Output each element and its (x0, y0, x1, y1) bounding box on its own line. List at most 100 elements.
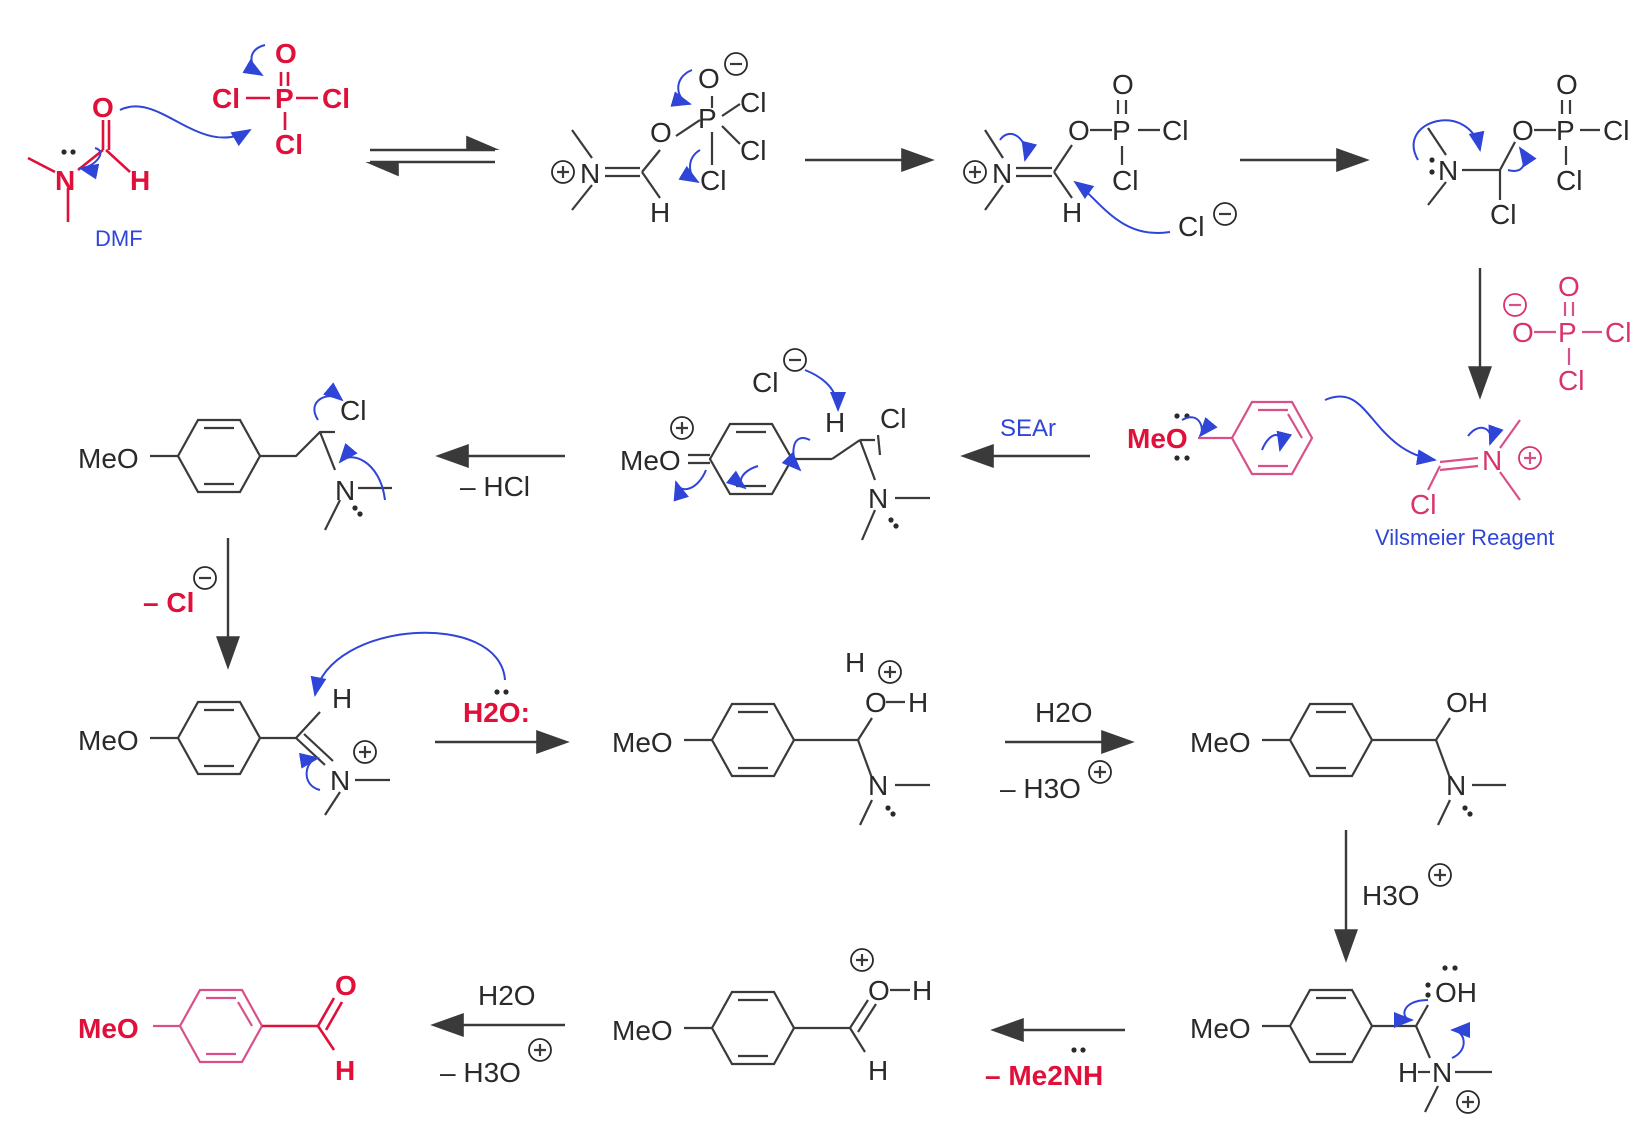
fd-h2o-label: H2O (478, 980, 536, 1011)
im-n-atom: N (330, 765, 350, 796)
pocl3-cl-left: Cl (212, 83, 240, 114)
pocl3-p-atom: P (275, 83, 294, 114)
prod-h-atom: H (335, 1055, 355, 1086)
int2-p-atom: P (1112, 115, 1131, 146)
iminium-ion: MeO H N (78, 631, 506, 816)
pa-n-atom: N (1432, 1057, 1452, 1088)
intermediate-3: N O Cl P O Cl Cl (1412, 69, 1629, 230)
pal-o-atom: O (868, 975, 890, 1006)
ph-h1-atom: H (845, 647, 865, 678)
intermediate-1: N O H P O Cl Cl Cl (551, 52, 766, 228)
ca-n-atom: N (335, 475, 355, 506)
sigma-h-atom: H (825, 407, 845, 438)
minus-cl-label: – Cl (143, 587, 194, 618)
int1-p-atom: P (698, 103, 717, 134)
int3-o-double: O (1556, 69, 1578, 100)
pal-meo: MeO (612, 1015, 673, 1046)
chloro-amine: MeO Cl N (78, 382, 392, 531)
prod-o-atom: O (335, 970, 357, 1001)
pal-h2-atom: H (868, 1055, 888, 1086)
int1-n-atom: N (580, 158, 600, 189)
protonated-aldehyde: MeO O H H (612, 948, 932, 1086)
ph-n-atom: N (868, 770, 888, 801)
int2-o-atom: O (1068, 115, 1090, 146)
sigma-cl-anion: Cl (752, 367, 778, 398)
vr-n-atom: N (1482, 445, 1502, 476)
deprotonation-arrow: H2O – H3O (1000, 697, 1135, 804)
pa-h-atom: H (1398, 1057, 1418, 1088)
anisole-molecule: MeO (1127, 395, 1437, 476)
anion-o-double: O (1558, 271, 1580, 302)
anion-o-atom: O (1512, 317, 1534, 348)
ph-o-atom: O (865, 687, 887, 718)
sigma-cl-atom: Cl (880, 403, 906, 434)
pocl3-cl-bottom: Cl (275, 129, 303, 160)
pa-meo: MeO (1190, 1013, 1251, 1044)
dp-minus-h3o-label: – H3O (1000, 773, 1081, 804)
int1-cl-3: Cl (700, 165, 726, 196)
hemiaminal: MeO OH N (1190, 687, 1506, 826)
vilsmeier-reagent: Cl N Vilsmeier Reagent (1375, 419, 1554, 550)
dmf-h-atom: H (130, 165, 150, 196)
fd-minus-h3o-label: – H3O (440, 1057, 521, 1088)
pr-h3o-label: H3O (1362, 880, 1420, 911)
intermediate-2: N H O P O Cl Cl Cl (963, 69, 1237, 242)
minus-hcl-label: – HCl (460, 471, 530, 502)
ca-cl-atom: Cl (340, 395, 366, 426)
pocl3-molecule: P O Cl Cl Cl (212, 38, 350, 160)
im-h-atom: H (332, 683, 352, 714)
int3-o-atom: O (1512, 115, 1534, 146)
int1-cl-2: Cl (740, 135, 766, 166)
final-deprotonation-arrow: H2O – H3O (430, 980, 565, 1088)
dp-h2o-label: H2O (1035, 697, 1093, 728)
sigma-n-atom: N (868, 483, 888, 514)
int1-o-minus-atom: O (698, 63, 720, 94)
ha-oh: OH (1446, 687, 1488, 718)
int2-cl-2: Cl (1112, 165, 1138, 196)
int1-o-atom: O (650, 117, 672, 148)
vilsmeier-label: Vilsmeier Reagent (1375, 525, 1554, 550)
anion-cl-1: Cl (1605, 317, 1631, 348)
int2-cl-1: Cl (1162, 115, 1188, 146)
equilibrium-arrow (365, 135, 500, 177)
minus-me2nh-label: – Me2NH (985, 1060, 1103, 1091)
pa-oh: OH (1435, 977, 1477, 1008)
protonated-amine: MeO OH H N (1190, 965, 1492, 1114)
h2o-nucleophile-label: H2O: (463, 697, 530, 728)
ph-h2-atom: H (908, 687, 928, 718)
pocl3-cl-right: Cl (322, 83, 350, 114)
int1-h-atom: H (650, 197, 670, 228)
int3-cl-3: Cl (1556, 165, 1582, 196)
dichlorophosphate-anion: O P O Cl Cl (1503, 271, 1631, 396)
minus-hcl-arrow: – HCl (435, 444, 565, 502)
int2-cl-anion: Cl (1178, 211, 1204, 242)
sigma-complex: MeO H Cl N Cl (620, 348, 930, 541)
int3-cl-2: Cl (1603, 115, 1629, 146)
int3-cl-1: Cl (1490, 199, 1516, 230)
pocl3-o-atom: O (275, 38, 297, 69)
int2-o-double: O (1112, 69, 1134, 100)
sigma-meo: MeO (620, 445, 681, 476)
int2-n-atom: N (992, 158, 1012, 189)
ph-meo: MeO (612, 727, 673, 758)
pal-h1-atom: H (912, 975, 932, 1006)
int3-p-atom: P (1556, 115, 1575, 146)
anion-p-atom: P (1558, 317, 1577, 348)
dmf-o-atom: O (92, 92, 114, 123)
p-anisaldehyde-product: MeO O H (78, 970, 357, 1086)
int3-n-atom: N (1438, 155, 1458, 186)
ca-meo: MeO (78, 443, 139, 474)
sear-label: SEAr (1000, 415, 1056, 442)
protonation-arrow: H3O (1334, 830, 1452, 963)
dmf-n-atom: N (55, 165, 75, 196)
water-attack-arrow: H2O: (435, 689, 570, 754)
int1-cl-1: Cl (740, 87, 766, 118)
protonated-hemiaminal: MeO O H H N (612, 647, 930, 826)
ha-meo: MeO (1190, 727, 1251, 758)
ha-n-atom: N (1446, 770, 1466, 801)
int2-h-atom: H (1062, 197, 1082, 228)
dmf-molecule: N O H DMF (27, 92, 252, 251)
anion-cl-2: Cl (1558, 365, 1584, 396)
anisole-meo: MeO (1127, 423, 1188, 454)
